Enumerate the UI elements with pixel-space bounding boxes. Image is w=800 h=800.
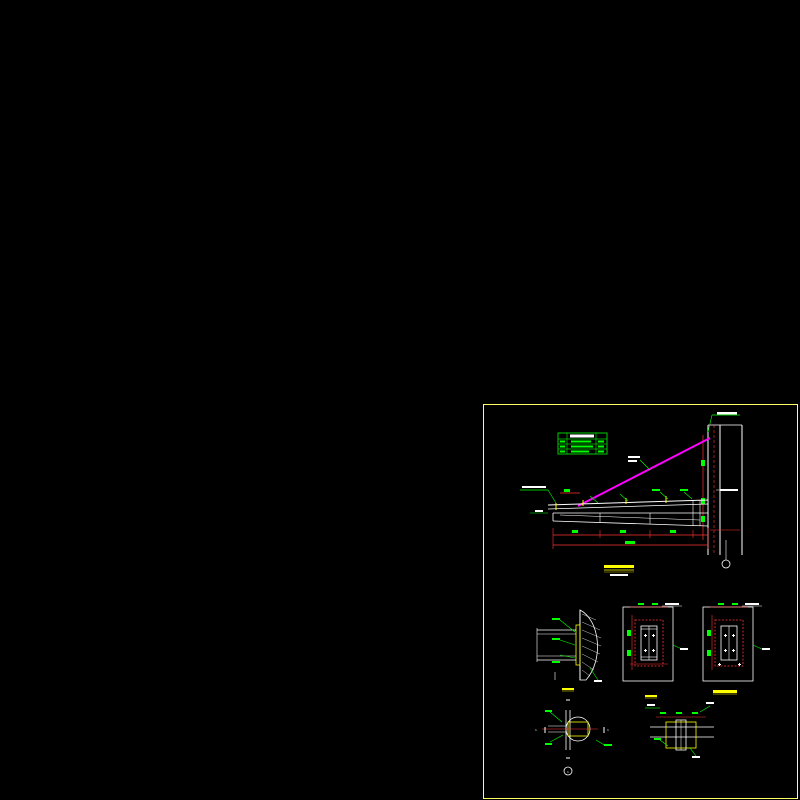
plate-elevation-detail [645,702,714,758]
tie-rod [577,437,711,507]
section-mark-left: 1 [535,728,537,732]
beam-leaders [520,486,693,514]
elevation-title [604,565,634,576]
connection-detail [536,609,602,692]
wall-column [701,412,743,555]
legend-table [557,432,608,455]
axis-bubble [721,559,731,569]
sheet-border [483,404,798,799]
detail-mark: 1 [567,770,569,774]
canopy-beam [547,496,709,527]
section-view-b [702,603,770,695]
section-mark-right: 1 [607,728,609,732]
bottom-dimensions [552,528,709,549]
column-node-detail: 1 1 1 [535,699,612,776]
elevation-view [520,412,743,576]
section-view-a [622,603,688,699]
